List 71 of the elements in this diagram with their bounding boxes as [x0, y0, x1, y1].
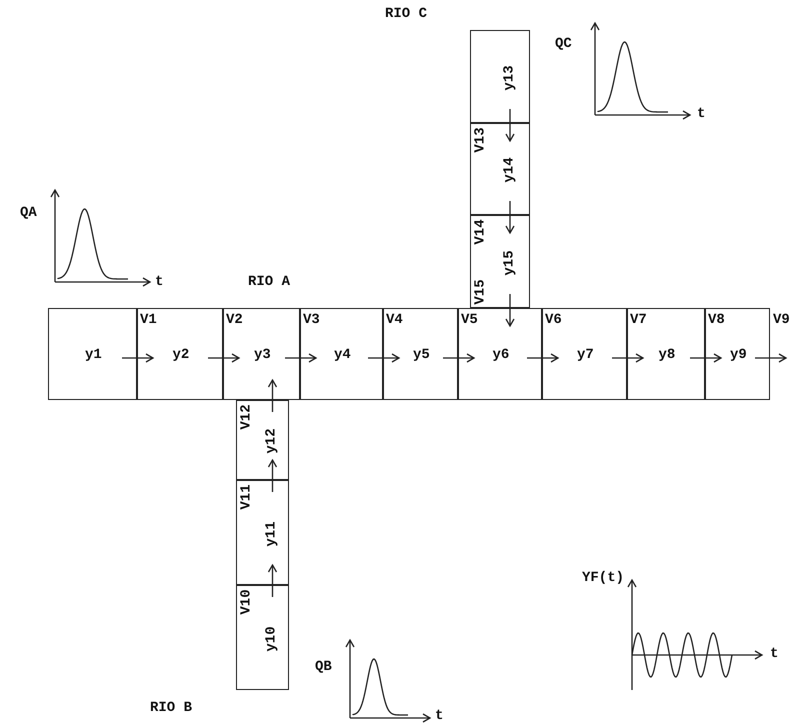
edge-label: V8 [708, 312, 725, 328]
text-label: RIO B [150, 700, 192, 716]
cell-label: y8 [658, 347, 676, 363]
river-cell [236, 585, 289, 690]
river-cell [383, 308, 458, 400]
text-label: QA [20, 205, 37, 221]
flow-arrow [612, 353, 644, 363]
flow-arrow [755, 353, 787, 363]
river-cell [470, 215, 530, 308]
edge-label: V15 [472, 278, 488, 304]
flow-arrow [268, 459, 278, 492]
river-cell [705, 308, 770, 400]
flow-arrow [443, 353, 475, 363]
text-label: RIO A [248, 274, 290, 290]
text-label: t [697, 106, 706, 122]
edge-label: V3 [303, 312, 320, 328]
flow-arrow [122, 353, 154, 363]
cell-label: y3 [254, 347, 271, 363]
edge-label: V2 [226, 312, 243, 328]
flow-arrow [505, 109, 515, 142]
river-cell [470, 30, 530, 123]
cell-label: y2 [172, 347, 190, 363]
flow-arrow [268, 564, 278, 597]
cell-label: y12 [264, 428, 280, 454]
flow-arrow [527, 353, 559, 363]
cell-label: y6 [492, 347, 510, 363]
edge-label: V12 [238, 404, 254, 430]
cell-label: y5 [413, 347, 430, 363]
cell-label: y1 [85, 347, 102, 363]
edge-label: V7 [630, 312, 647, 328]
text-label: t [770, 646, 778, 662]
edge-label: V9 [773, 312, 790, 328]
flow-arrow [208, 353, 240, 363]
river-cell [470, 123, 530, 215]
cell-label: y14 [501, 157, 518, 183]
edge-label: V1 [140, 312, 157, 328]
flow-arrow [690, 353, 722, 363]
edge-label: V4 [386, 312, 403, 328]
text-label: QB [315, 659, 332, 675]
cell-label: y7 [577, 347, 594, 363]
edge-label: V13 [472, 126, 488, 152]
river-cell [223, 308, 300, 400]
river-cell [137, 308, 223, 400]
cell-label: y4 [334, 347, 351, 363]
text-label: YF(t) [582, 570, 624, 586]
flow-arrow [285, 353, 317, 363]
flow-arrow [368, 353, 400, 363]
edge-label: V14 [472, 218, 488, 244]
cell-label: y9 [730, 347, 747, 363]
cell-label: y10 [264, 626, 280, 652]
flow-arrow [505, 294, 515, 327]
flow-arrow [268, 379, 278, 412]
cell-label: y11 [264, 520, 280, 546]
river-cell [48, 308, 137, 400]
river-cell [627, 308, 705, 400]
text-label: t [435, 708, 444, 724]
text-label: t [155, 274, 164, 290]
edge-label: V6 [545, 312, 562, 328]
edge-label: V11 [238, 484, 254, 510]
edge-label: V10 [238, 588, 254, 614]
text-label: RIO C [385, 6, 428, 22]
cell-label: y15 [501, 250, 518, 276]
river-cell [236, 400, 289, 480]
flow-arrow [505, 201, 515, 234]
edge-label: V5 [461, 312, 478, 328]
river-cell [458, 308, 542, 400]
cell-label: y13 [501, 64, 518, 90]
river-cell [542, 308, 627, 400]
river-cell [236, 480, 289, 585]
text-label: QC [555, 36, 572, 52]
river-cell [300, 308, 383, 400]
